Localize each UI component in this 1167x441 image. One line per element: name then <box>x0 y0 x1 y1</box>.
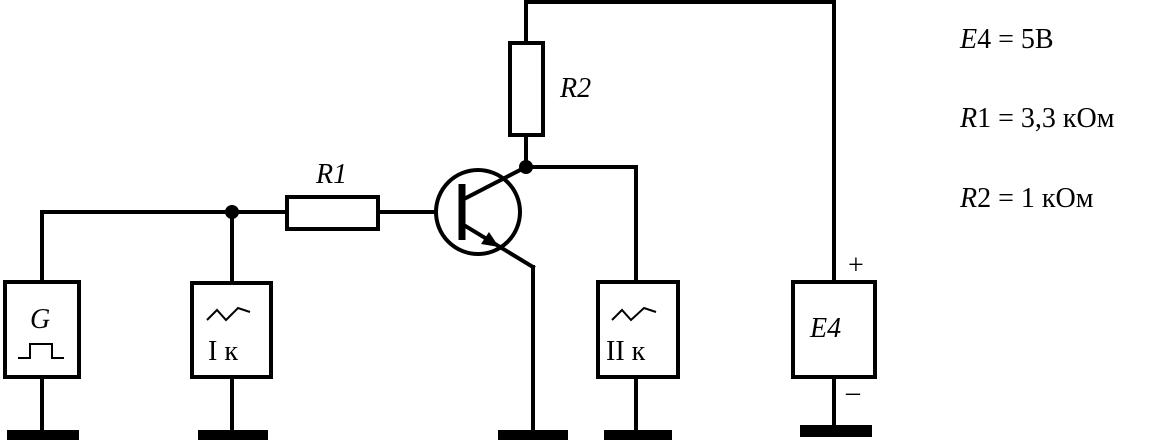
wires <box>40 0 836 435</box>
channel1-label: I к <box>208 336 238 367</box>
generator-box <box>3 280 81 379</box>
resistor-r2 <box>508 41 545 137</box>
junction-dot-input <box>225 205 239 219</box>
transistor <box>434 164 536 270</box>
source-box <box>791 280 877 379</box>
plus-sign: + <box>848 250 864 281</box>
param-e4: E4 = 5В <box>959 24 1054 55</box>
source-label: E4 <box>809 313 841 344</box>
emitter-arrow-icon <box>481 232 499 247</box>
r2-label: R2 <box>559 73 591 104</box>
ground-source <box>800 425 872 437</box>
oscilloscope-channel-1: I к <box>190 281 273 379</box>
param-r1: R1 = 3,3 кОм <box>959 103 1115 134</box>
param-r2: R2 = 1 кОм <box>959 183 1094 214</box>
ground-generator <box>7 430 79 440</box>
oscilloscope-channel-2: II к <box>596 280 680 379</box>
channel2-label: II к <box>606 336 646 367</box>
ground-channel2 <box>604 430 672 440</box>
voltage-source: E4 + – <box>791 250 877 408</box>
wire-generator-to-r1 <box>40 210 289 284</box>
generator: G <box>3 280 81 379</box>
wire-node-to-channel2 <box>524 165 638 284</box>
resistor-r1 <box>285 195 380 231</box>
ground-channel1 <box>198 430 268 440</box>
waveform-icon <box>611 306 657 322</box>
wire-supply-top <box>524 0 836 284</box>
transistor-body <box>434 168 522 256</box>
pulse-icon <box>18 343 64 359</box>
ground-symbols <box>7 425 872 440</box>
channel2-box <box>596 280 680 379</box>
channel1-box <box>190 281 273 379</box>
minus-sign: – <box>845 377 861 408</box>
transistor-collector <box>459 164 529 203</box>
ground-emitter <box>498 430 568 440</box>
generator-label: G <box>30 304 50 335</box>
parameter-list: E4 = 5В R1 = 3,3 кОм R2 = 1 кОм <box>959 24 1115 214</box>
waveform-icon <box>206 306 251 322</box>
r1-label: R1 <box>315 159 347 190</box>
